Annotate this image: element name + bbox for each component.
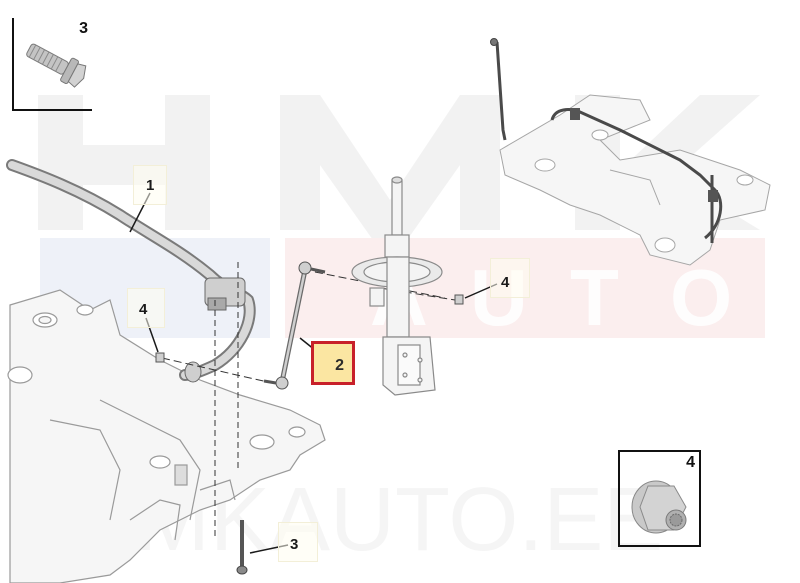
stabilizer-link (263, 261, 326, 390)
callout-4a-box (127, 288, 165, 328)
subframe-overview (499, 94, 771, 266)
bolt-part-lower (236, 520, 248, 575)
front-subframe-left (7, 289, 326, 583)
callout-3-lower[interactable]: 3 (290, 536, 299, 553)
bolt-inset: 3 (12, 18, 92, 111)
callout-2-highlighted[interactable]: 2 (311, 341, 355, 385)
bushing-overview (570, 108, 580, 120)
flange-nut-icon (631, 480, 687, 534)
callout-4b-box (490, 258, 530, 298)
callout-1-box (133, 165, 167, 205)
callout-3b-box (278, 522, 318, 562)
nut-part-left (155, 352, 165, 363)
nut-part-right (454, 294, 464, 305)
callout-1[interactable]: 1 (146, 177, 155, 194)
callout-4-inset: 4 (686, 454, 695, 471)
callout-3-inset: 3 (79, 20, 88, 37)
bushing-overview-right (708, 190, 718, 202)
bolt-icon (26, 43, 87, 88)
stabilizer-overview (495, 41, 723, 243)
callout-4-right[interactable]: 4 (501, 274, 510, 291)
link-overview-top (490, 38, 498, 46)
shock-absorber-strut (351, 176, 443, 396)
flange-nut-inset: 4 (618, 450, 701, 547)
callout-4-left[interactable]: 4 (139, 301, 148, 318)
